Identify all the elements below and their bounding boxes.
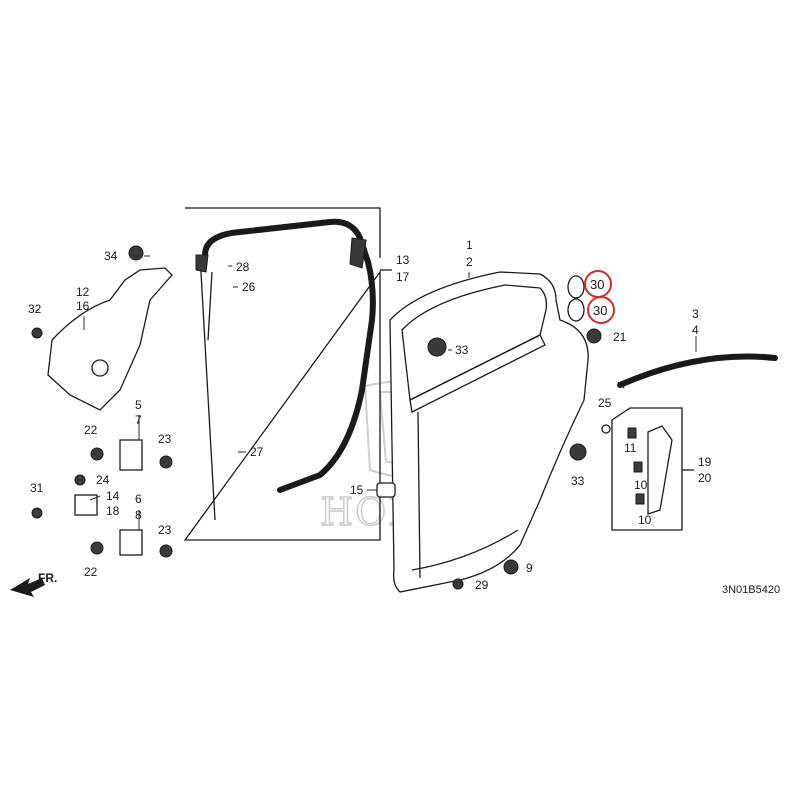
callout-3: 3 — [692, 307, 699, 321]
left-parts — [31, 245, 173, 558]
front-direction-arrow: FR. — [10, 571, 57, 597]
checker-14-18 — [74, 494, 98, 516]
stopper-15 — [376, 482, 396, 498]
callout-31: 31 — [30, 481, 44, 495]
callout-32: 32 — [28, 302, 42, 316]
callout-4: 4 — [692, 323, 699, 337]
callout-6: 6 — [135, 492, 142, 506]
plug-30-upper — [567, 275, 585, 299]
callout-17: 17 — [396, 270, 410, 284]
callout-5: 5 — [135, 398, 142, 412]
callout-10-lower: 10 — [638, 513, 652, 527]
callout-25: 25 — [598, 396, 612, 410]
right-small-parts — [452, 275, 611, 590]
nut-32 — [31, 327, 43, 339]
callout-8: 8 — [135, 508, 142, 522]
callout-13: 13 — [396, 253, 410, 267]
garnish-molding — [617, 353, 778, 389]
grommet-34 — [128, 245, 144, 261]
window-frame — [401, 284, 548, 401]
callout-20: 20 — [698, 471, 712, 485]
door-lower-line — [411, 529, 519, 571]
callout-22-upper: 22 — [84, 423, 98, 437]
outer-weatherstrip — [202, 218, 376, 493]
trim-group — [611, 407, 694, 531]
molding-strip — [617, 353, 778, 388]
callout-33-upper: 33 — [455, 343, 469, 357]
direction-label: FR. — [38, 571, 57, 585]
callout-34: 34 — [104, 249, 118, 263]
callout-11: 11 — [624, 441, 637, 455]
clip-11 — [627, 427, 637, 439]
bolt-23-lower — [159, 544, 173, 558]
callout-19: 19 — [698, 455, 712, 469]
grommet-33-lower — [569, 443, 587, 461]
trim-garnish — [647, 425, 673, 515]
callout-1: 1 — [466, 238, 473, 252]
bolt-23-upper — [159, 455, 173, 469]
callout-15: 15 — [350, 483, 364, 497]
weatherstrip-end-clip — [195, 254, 209, 273]
callout-30-upper: 30 — [590, 277, 604, 292]
grommet-33-upper — [427, 337, 447, 357]
lead-14-18 — [89, 495, 101, 501]
callout-16: 16 — [76, 299, 90, 313]
callout-33-lower: 33 — [571, 474, 585, 488]
callout-labels: 1 2 3 4 5 6 7 8 9 10 10 11 12 13 14 15 1… — [28, 238, 712, 592]
callout-24: 24 — [96, 473, 110, 487]
callout-7: 7 — [135, 413, 142, 427]
leader-lines — [83, 255, 697, 530]
callout-12: 12 — [76, 285, 90, 299]
weatherstrip-inner-run — [207, 271, 213, 341]
clip-10-upper — [633, 461, 643, 473]
highlight-rings — [584, 270, 615, 324]
grommet-21 — [586, 328, 602, 344]
nut-25 — [601, 424, 611, 434]
callout-14: 14 — [106, 489, 120, 503]
bolt-24 — [74, 474, 86, 486]
clip-10-lower — [635, 493, 645, 505]
weatherstrip-group — [183, 207, 392, 541]
callout-10-upper: 10 — [634, 478, 648, 492]
diagram-reference-code: 3N01B5420 — [722, 584, 780, 596]
callout-2: 2 — [466, 255, 473, 269]
callout-23-upper: 23 — [158, 432, 172, 446]
callout-9: 9 — [526, 561, 533, 575]
nut-31 — [31, 507, 43, 519]
highlight-ring-30-lower — [587, 296, 615, 324]
arrow-icon — [10, 578, 45, 597]
molding-end — [617, 381, 625, 389]
bolt-22-upper — [90, 447, 104, 461]
plug-30-lower — [567, 298, 585, 322]
door-shell — [376, 271, 589, 593]
callout-30-lower: 30 — [593, 303, 607, 318]
nut-29 — [452, 578, 464, 590]
hinge-5-7 — [119, 439, 143, 471]
callout-28: 28 — [236, 260, 250, 274]
callout-22-lower: 22 — [84, 565, 98, 579]
callout-27: 27 — [250, 445, 264, 459]
callout-21: 21 — [613, 330, 627, 344]
callout-26: 26 — [242, 280, 256, 294]
bolt-22-lower — [90, 541, 104, 555]
weatherstrip-lower-run — [199, 254, 216, 521]
group-bracket-box — [183, 207, 381, 541]
insulator-hole — [91, 359, 109, 377]
door-edge-line — [417, 411, 421, 579]
insulator-12-16 — [47, 267, 173, 411]
callout-23-lower: 23 — [158, 523, 172, 537]
callout-29: 29 — [475, 578, 489, 592]
weatherstrip-corner-clip — [349, 237, 367, 269]
hinge-6-8 — [119, 529, 143, 556]
trim-bracket-box — [611, 407, 683, 531]
callout-18: 18 — [106, 504, 120, 518]
beltline — [409, 334, 546, 413]
bushing-9 — [503, 559, 519, 575]
